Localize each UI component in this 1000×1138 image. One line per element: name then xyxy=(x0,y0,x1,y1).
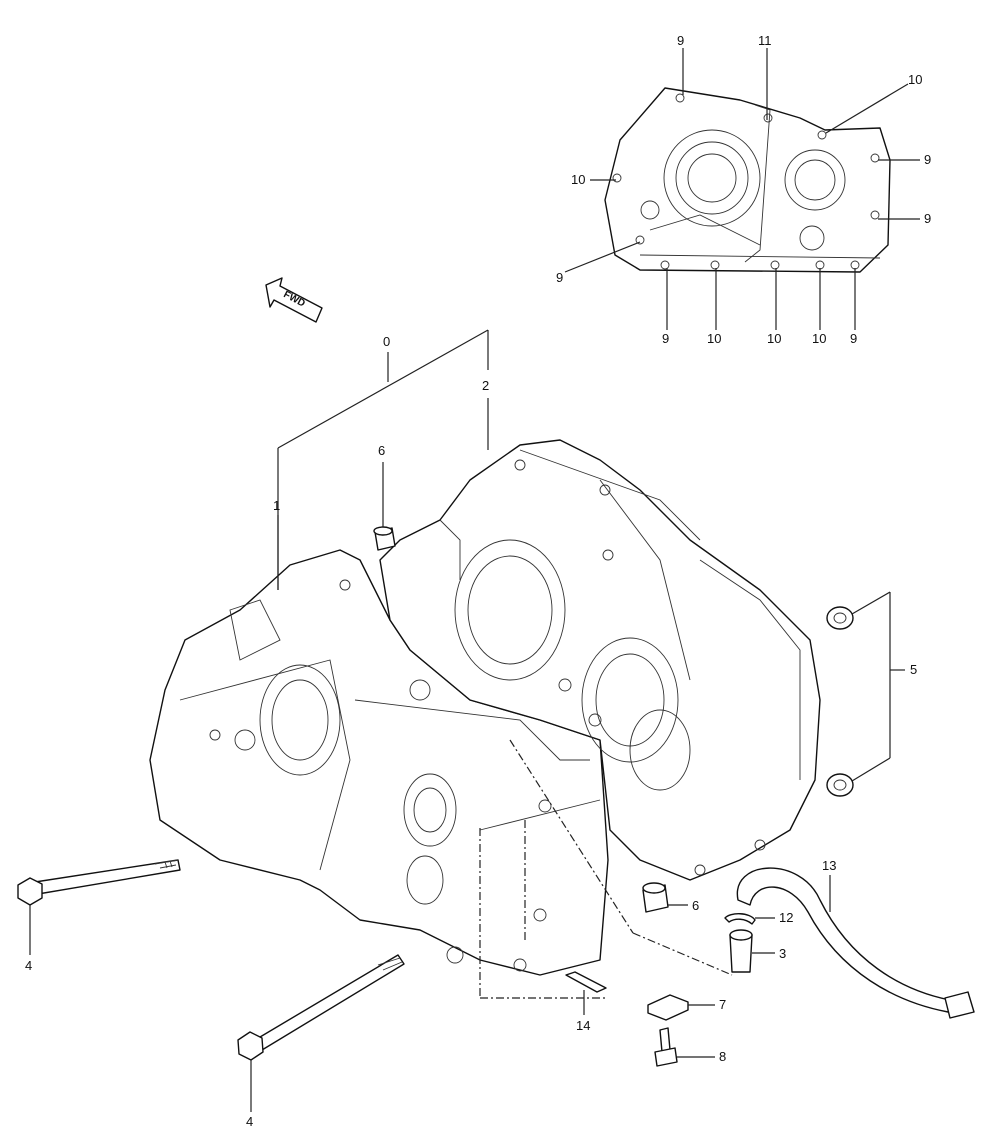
callout-inset-9-bottom-2: 9 xyxy=(850,331,857,346)
grommet-lower xyxy=(826,773,854,797)
callout-2: 2 xyxy=(482,378,489,393)
callout-7: 7 xyxy=(719,997,726,1012)
callout-6-lower: 6 xyxy=(692,898,699,913)
grommet-upper xyxy=(826,606,854,630)
small-bolt xyxy=(654,1027,678,1067)
callout-inset-10-left: 10 xyxy=(571,172,585,187)
callout-12: 12 xyxy=(779,910,793,925)
callout-inset-9-top: 9 xyxy=(677,33,684,48)
callout-inset-10-bottom-1: 10 xyxy=(707,331,721,346)
callout-4-upper: 4 xyxy=(25,958,32,973)
callout-inset-9-right-upper: 9 xyxy=(924,152,931,167)
dowel-pin-lower xyxy=(642,882,669,913)
fwd-arrow-icon: FWD xyxy=(265,277,323,323)
callout-8: 8 xyxy=(719,1049,726,1064)
main-leader-lines xyxy=(29,329,905,1112)
main-callouts: 0 1 2 6 5 6 13 12 3 7 8 14 4 4 xyxy=(25,334,917,1129)
breather-hose xyxy=(736,867,975,1019)
inset-leader-lines xyxy=(564,48,920,330)
callout-inset-10-bottom-3: 10 xyxy=(812,331,826,346)
callout-inset-10-bottom-2: 10 xyxy=(767,331,781,346)
stopper-plate xyxy=(647,994,689,1021)
callout-3: 3 xyxy=(779,946,786,961)
callout-inset-9-bottom-1: 9 xyxy=(662,331,669,346)
inset-crankcase-view xyxy=(604,87,891,273)
callout-6-upper: 6 xyxy=(378,443,385,458)
right-crankcase-half xyxy=(379,439,821,881)
callout-4-lower: 4 xyxy=(246,1114,253,1129)
callout-0: 0 xyxy=(383,334,390,349)
callout-1: 1 xyxy=(273,498,280,513)
crankcase-bolt-lower xyxy=(237,954,405,1061)
crankcase-bolt-upper xyxy=(17,859,181,906)
breather-plate xyxy=(565,971,607,993)
hose-clip xyxy=(724,913,756,925)
callout-5: 5 xyxy=(910,662,917,677)
callout-inset-9-left-lower: 9 xyxy=(556,270,563,285)
oil-pipe xyxy=(729,929,753,973)
callout-inset-10-top-right: 10 xyxy=(908,72,922,87)
callout-inset-11: 11 xyxy=(758,33,772,48)
inset-callouts: 9 11 10 10 9 9 9 9 10 10 10 9 xyxy=(556,33,931,346)
callout-13: 13 xyxy=(822,858,836,873)
dowel-pin-upper xyxy=(373,526,396,551)
callout-14: 14 xyxy=(576,1018,590,1033)
callout-inset-9-right-lower: 9 xyxy=(924,211,931,226)
